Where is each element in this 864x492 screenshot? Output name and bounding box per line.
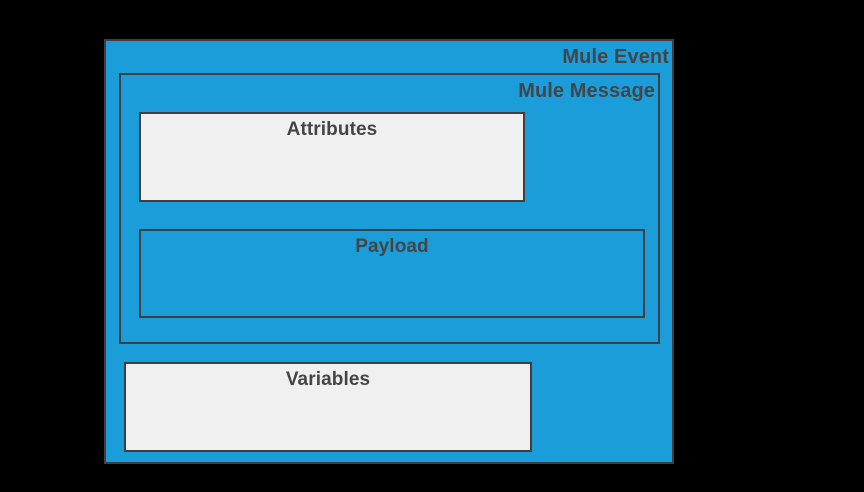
variables-box: Variables [124, 362, 532, 452]
mule-message-label: Mule Message [518, 80, 655, 102]
payload-label: Payload [355, 236, 429, 257]
mule-event-label: Mule Event [562, 46, 669, 68]
attributes-label: Attributes [286, 119, 378, 140]
payload-box: Payload [139, 229, 645, 318]
attributes-box: Attributes [139, 112, 525, 202]
variables-label: Variables [285, 369, 371, 390]
